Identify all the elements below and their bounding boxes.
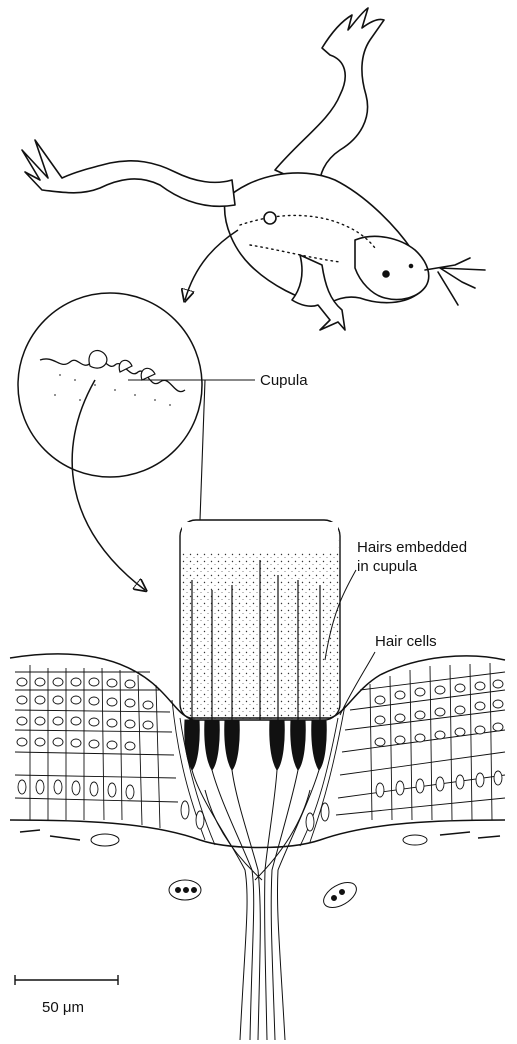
magnified-skin-inset: [18, 293, 202, 477]
label-hairs-embedded-line2: in cupula: [357, 558, 418, 575]
scale-bar: 50 μm: [15, 975, 118, 1016]
frog-lower-leg: [22, 140, 235, 206]
label-hairs-embedded-line1: Hairs embedded: [357, 539, 467, 556]
frog-illustration: [22, 8, 485, 330]
nerve-fibers: [192, 770, 319, 1040]
inset-circle: [18, 293, 202, 477]
label-cupula: Cupula: [260, 372, 308, 389]
scale-bar-label: 50 μm: [42, 999, 84, 1016]
hair-cells: [185, 720, 326, 770]
label-hair-cells: Hair cells: [375, 633, 437, 650]
frog-lateral-organ-marker: [264, 212, 276, 224]
frog-eye: [383, 271, 389, 277]
hair-cells-leader-line: [340, 652, 375, 715]
epithelium-base: [10, 820, 505, 848]
arrow-frog-to-inset: [185, 230, 238, 300]
inset-neuromast-1: [89, 351, 107, 369]
frog-upper-leg: [275, 8, 384, 190]
neuromast-detail: [10, 520, 505, 1040]
frog-nostril: [410, 265, 413, 268]
frog-hand: [425, 258, 485, 305]
